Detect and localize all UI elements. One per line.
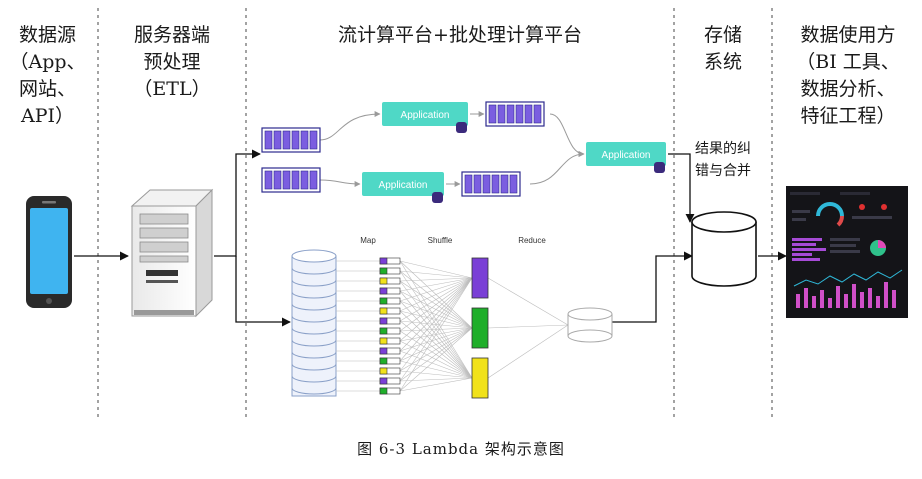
shuffle-line: [399, 260, 473, 279]
message-queue-icon: [261, 127, 321, 153]
batch-input-storage: [291, 249, 337, 397]
stream-flow-line: [549, 113, 585, 157]
disk-ring: [291, 375, 337, 383]
application-box: Application: [362, 172, 444, 203]
application-label: Application: [379, 180, 428, 191]
map-task-bar: [379, 287, 401, 295]
server-tower-icon: [130, 188, 214, 318]
map-task-bar: [379, 387, 401, 395]
main-connectors: [74, 149, 787, 327]
stream-flow-line: [319, 111, 381, 141]
map-task-bar: [379, 377, 401, 385]
connector-batch-to-storage: [612, 251, 693, 323]
shuffle-group-yellow: [471, 357, 489, 399]
stream-flow-line: [319, 179, 361, 187]
shuffle-group-green: [471, 307, 489, 349]
storage-cylinder-icon: [691, 211, 757, 287]
stream-processing: Application Application Application: [261, 101, 666, 203]
disk-ring: [291, 327, 337, 335]
message-queue-icon: [261, 167, 321, 193]
map-label: Map: [360, 236, 376, 245]
reduce-line: [487, 277, 569, 326]
disk-ring: [291, 363, 337, 371]
map-task-bar: [379, 307, 401, 315]
map-task-bar: [379, 337, 401, 345]
shuffle-line: [399, 277, 473, 392]
shuffle-line: [399, 327, 473, 382]
result-merge-note: 结果的纠 错与合并: [695, 141, 751, 179]
map-task-bar: [379, 357, 401, 365]
dashboard-screenshot: [786, 186, 908, 318]
map-task-bar: [379, 327, 401, 335]
shuffle-line: [399, 277, 473, 342]
shuffle-line: [399, 277, 473, 312]
map-task-bar: [379, 297, 401, 305]
disk-ring: [291, 387, 337, 395]
map-task-bar: [379, 317, 401, 325]
reduce-output-storage: [567, 307, 613, 343]
disk-ring: [291, 291, 337, 299]
map-task-bar: [379, 277, 401, 285]
figure-caption: 图 6-3 Lambda 架构示意图: [357, 440, 565, 458]
disk-ring: [291, 279, 337, 287]
application-label: Application: [401, 110, 450, 121]
map-task-bar: [379, 367, 401, 375]
reduce-line: [487, 324, 569, 329]
column-separators: [97, 8, 773, 418]
connector-server-to-batch: [235, 256, 291, 327]
smartphone-icon: [26, 196, 72, 308]
shuffle-line: [399, 270, 473, 279]
connector-stream-to-storage: [668, 153, 695, 223]
map-task-bar: [379, 257, 401, 265]
shuffle-line: [399, 277, 473, 292]
shuffle-line: [399, 277, 473, 362]
message-queue-icon: [461, 171, 521, 197]
shuffle-line: [399, 327, 473, 392]
application-box: Application: [586, 142, 666, 173]
shuffle-line: [399, 277, 473, 332]
compute-platform-title: 流计算平台+批处理计算平台: [338, 24, 582, 46]
application-label: Application: [602, 150, 651, 161]
shuffle-group-purple: [471, 257, 489, 299]
shuffle-line: [399, 277, 473, 322]
reduce-line: [487, 324, 569, 379]
disk-ring: [291, 303, 337, 311]
application-box: Application: [382, 102, 468, 133]
disk-ring: [291, 315, 337, 323]
storage-system-title: 存储 系统: [703, 24, 742, 73]
reduce-label: Reduce: [518, 236, 546, 245]
shuffle-line: [399, 277, 473, 302]
shuffle-line: [399, 277, 473, 352]
shuffle-line: [399, 277, 473, 382]
data-consumer-title: 数据使用方 （BI 工具、 数据分析、 特征工程）: [796, 24, 900, 127]
message-queue-icon: [485, 101, 545, 127]
disk-ring: [291, 339, 337, 347]
shuffle-line: [399, 377, 473, 382]
shuffle-label: Shuffle: [428, 236, 453, 245]
shuffle-line: [399, 277, 473, 372]
shuffle-line: [399, 327, 473, 362]
shuffle-line: [399, 377, 473, 392]
map-task-bar: [379, 347, 401, 355]
map-task-bar: [379, 267, 401, 275]
connector-server-to-stream: [214, 149, 261, 257]
mapreduce: Map Shuffle Reduce: [336, 236, 613, 399]
stream-flow-line: [529, 151, 585, 185]
disk-ring: [291, 351, 337, 359]
server-preprocess-title: 服务器端 预处理 （ETL）: [133, 24, 211, 100]
data-source-title: 数据源 （App、 网站、 API）: [9, 24, 86, 127]
shuffle-line: [399, 277, 473, 282]
disk-ring: [291, 267, 337, 275]
